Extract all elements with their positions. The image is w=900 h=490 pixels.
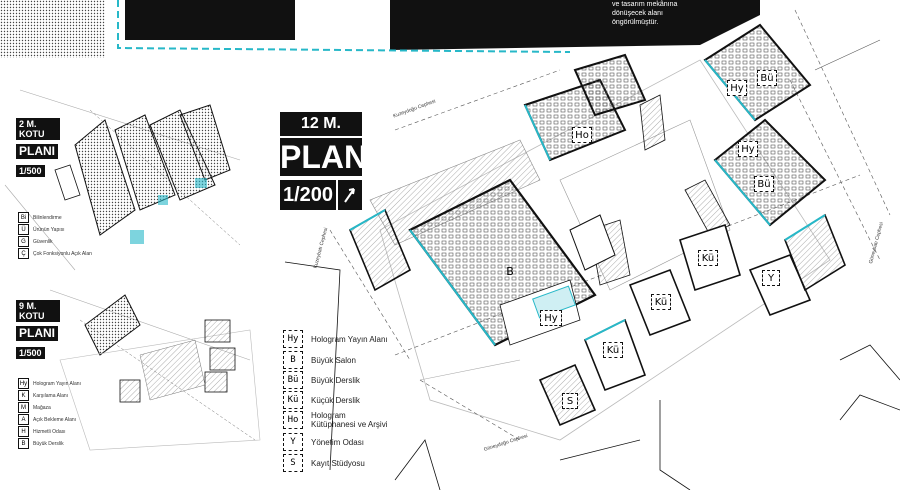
legend-code: Bü	[283, 371, 303, 389]
room-label-hy-right: Hy	[738, 141, 758, 157]
room-label-ku-3: Kü	[603, 342, 623, 358]
notice-line-1: ve tasarım mekânına	[612, 1, 678, 8]
small-plan-2m-title: 2 M. KOTU PLANI 1/500	[16, 118, 60, 179]
mini-legend-code: Ü	[18, 224, 29, 235]
mini-legend-label: Bilinlendirme	[33, 214, 62, 221]
legend-row-5: Y Yönetim Odası	[283, 433, 364, 451]
legend-row-3: Kü Küçük Derslik	[283, 391, 360, 409]
legend-label: Büyük Derslik	[311, 375, 360, 385]
legend-label: Büyük Salon	[311, 355, 356, 365]
legend-label: Yönetim Odası	[311, 437, 364, 447]
legend-row-0: Hy Hologram Yayın Alanı	[283, 330, 388, 348]
legend-label: Kayıt Stüdyosu	[311, 458, 365, 468]
legend-code: Y	[283, 433, 303, 451]
small-plan-9m-title: 9 M. KOTU PLANI 1/500	[16, 300, 60, 361]
mini-legend-top-row-0: Bi Bilinlendirme	[18, 212, 62, 223]
mini-legend-bottom-row-2: M Mağaza	[18, 402, 51, 413]
mini-legend-label: Büyük Derslik	[33, 440, 64, 447]
mini-legend-code: Hy	[18, 378, 29, 389]
room-label-hy-salon: Hy	[540, 310, 562, 326]
room-label-b: B	[506, 264, 514, 278]
mini-legend-label: Hologram Yayın Alanı	[33, 380, 81, 387]
small-plan-2m-line2: PLANI	[16, 144, 58, 159]
legend-code: Ho	[283, 411, 303, 429]
mini-legend-code: G	[18, 236, 29, 247]
room-label-y: Y	[762, 270, 780, 286]
legend-code: Hy	[283, 330, 303, 348]
mini-legend-bottom-row-5: B Büyük Derslik	[18, 438, 64, 449]
legend-row-2: Bü Büyük Derslik	[283, 371, 360, 389]
small-plan-9m-line1: 9 M. KOTU	[16, 300, 60, 322]
mini-legend-top-row-3: Ç Çok Fonksiyonlu Açık Alan	[18, 248, 92, 259]
small-plan-9m-line2: PLANI	[16, 326, 58, 341]
mini-legend-top-row-1: Ü Ürünün Yapısı	[18, 224, 65, 235]
room-label-bu-right: Bü	[754, 176, 774, 192]
small-plan-2m-scale: 1/500	[16, 165, 45, 177]
legend-label: Küçük Derslik	[311, 395, 360, 405]
north-arrow-icon	[344, 188, 355, 203]
room-label-hy-top: Hy	[727, 80, 747, 96]
room-label-bu-top: Bü	[757, 70, 777, 86]
mini-legend-code: K	[18, 390, 29, 401]
mini-legend-code: A	[18, 414, 29, 425]
room-label-ku-1: Kü	[698, 250, 718, 266]
notice-line-2: dönüşecek alanı	[612, 10, 663, 17]
legend-row-4: Ho Hologram Kütüphanesi ve Arşivi	[283, 411, 391, 429]
small-plan-2m	[4, 89, 241, 271]
legend-code: B	[283, 351, 303, 369]
small-plan-9m	[49, 289, 261, 451]
mini-legend-bottom-row-3: A Açık Bekleme Alanı	[18, 414, 76, 425]
legend-row-1: B Büyük Salon	[283, 351, 356, 369]
mini-legend-code: H	[18, 426, 29, 437]
notice-line-3: öngörülmüştür.	[612, 19, 659, 26]
mini-legend-code: Ç	[18, 248, 29, 259]
mini-legend-top-row-2: G Güvenlik	[18, 236, 52, 247]
mini-legend-label: Çok Fonksiyonlu Açık Alan	[33, 250, 92, 257]
mini-legend-bottom-row-1: K Karşılama Alanı	[18, 390, 68, 401]
mini-legend-label: Mağaza	[33, 404, 51, 411]
mini-legend-code: M	[18, 402, 29, 413]
top-banner-right	[390, 0, 760, 50]
mini-legend-code: B	[18, 438, 29, 449]
legend-label: Hologram Kütüphanesi ve Arşivi	[311, 411, 388, 429]
legend-code: Kü	[283, 391, 303, 409]
mini-legend-label: Güvenlik	[33, 238, 53, 245]
mini-legend-code: Bi	[18, 212, 29, 223]
small-plan-9m-scale: 1/500	[16, 347, 45, 359]
main-title-line1: 12 M. KOTU	[280, 112, 362, 156]
room-label-s: S	[562, 393, 578, 409]
mini-legend-label: Hizmetli Odası	[33, 428, 66, 435]
mini-legend-label: Açık Bekleme Alanı	[33, 416, 77, 423]
north-arrow	[338, 180, 362, 210]
legend-row-6: S Kayıt Stüdyosu	[283, 454, 365, 472]
room-label-ho: Ho	[572, 127, 592, 143]
main-title-line2: PLANI	[280, 138, 376, 176]
main-title-scale: 1/200	[280, 180, 336, 210]
cyan-boundary-line	[117, 0, 571, 53]
room-label-ku-2: Kü	[651, 294, 671, 310]
legend-code: S	[283, 454, 303, 472]
legend-label: Hologram Yayın Alanı	[311, 334, 388, 344]
dotted-texture-topleft	[0, 0, 105, 58]
mini-legend-bottom-row-0: Hy Hologram Yayın Alanı	[18, 378, 81, 389]
mini-legend-label: Ürünün Yapısı	[33, 226, 65, 233]
small-plan-2m-line1: 2 M. KOTU	[16, 118, 60, 140]
project-notice: ve tasarım mekânına dönüşecek alanı öngö…	[612, 0, 677, 27]
top-banner-left	[125, 0, 295, 40]
mini-legend-bottom-row-4: H Hizmetli Odası	[18, 426, 66, 437]
mini-legend-label: Karşılama Alanı	[33, 392, 69, 399]
